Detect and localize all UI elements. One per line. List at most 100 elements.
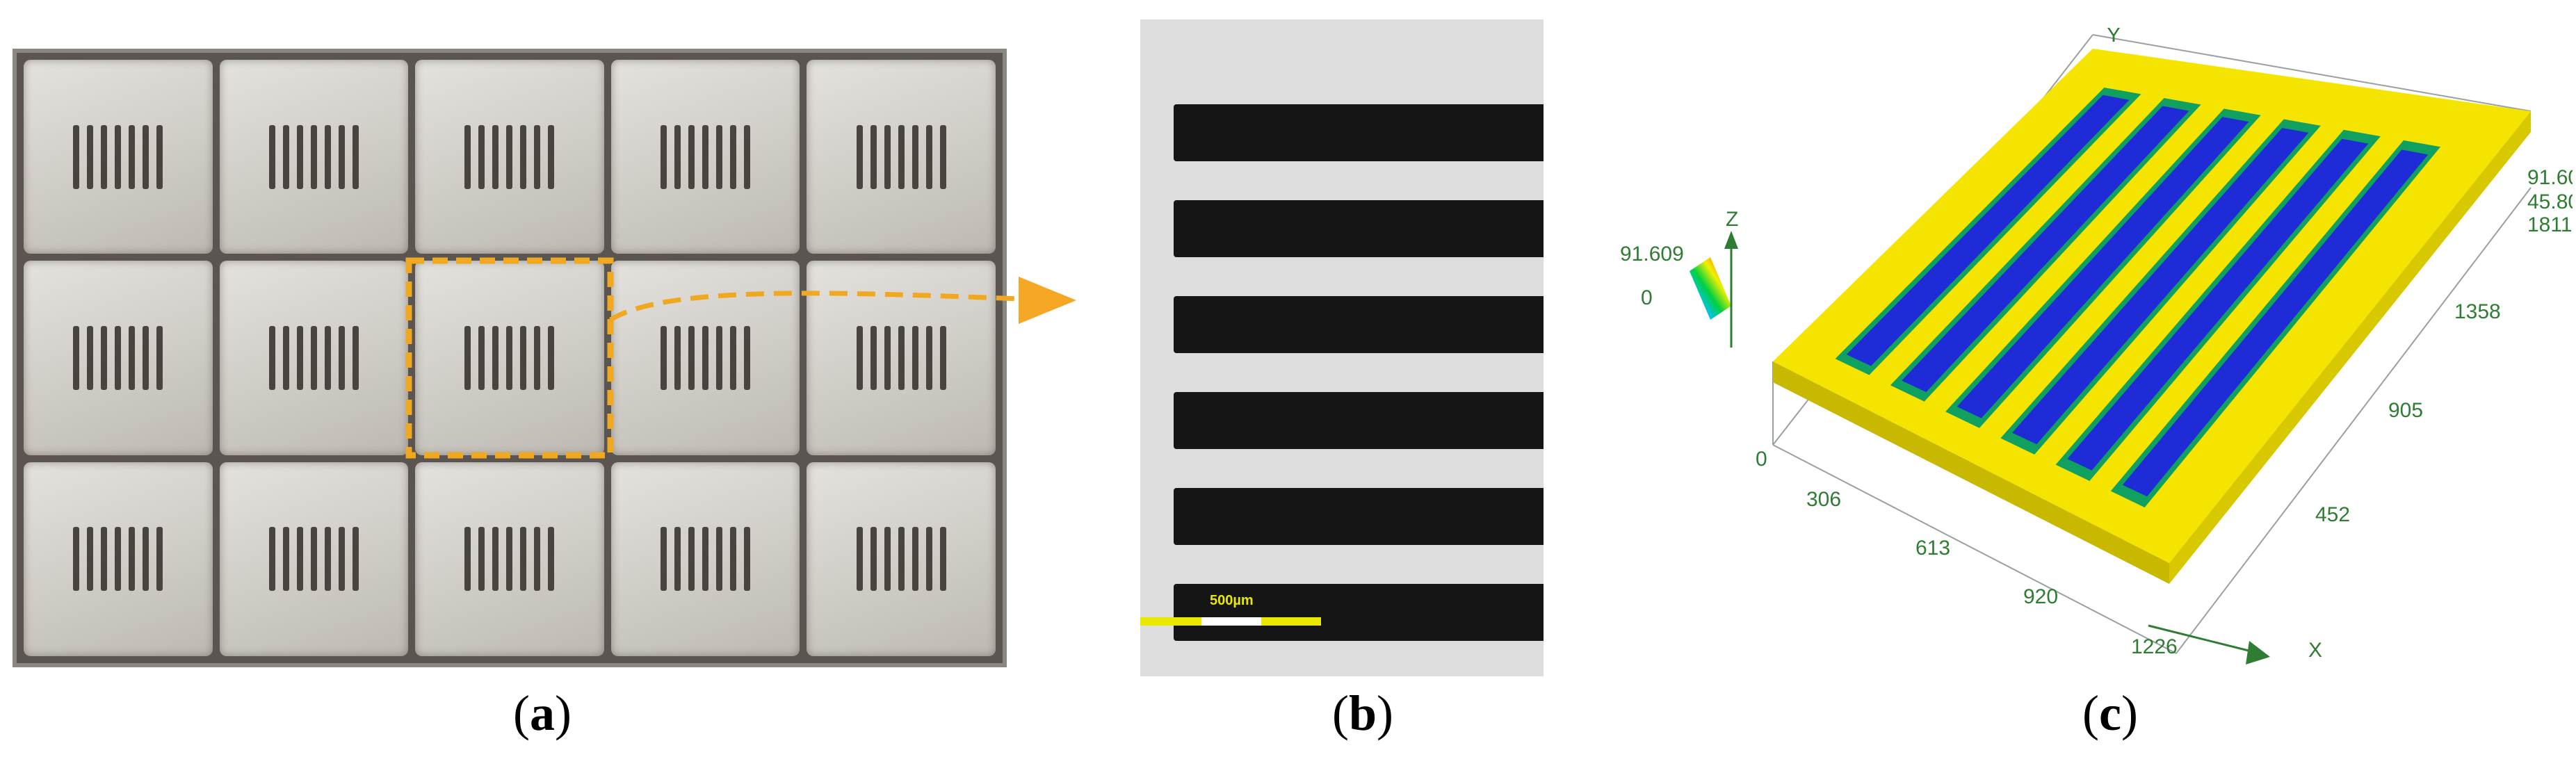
trench-floor [1846,95,2130,366]
sample-slot [143,527,149,592]
sample-slot [688,124,695,189]
legend-max-label: 91.609 [1620,243,1684,266]
sample-slot [702,325,709,390]
sample-slot [73,325,80,390]
sample-slot [870,325,877,390]
sample-slot [87,124,94,189]
x-axis [2148,624,2260,655]
sample-slot [744,325,751,390]
x-tick: 613 [1915,537,1950,560]
sample-slot [548,124,555,189]
sample-slot [716,124,723,189]
sample-slot [716,527,723,592]
trench-floor [2122,149,2429,497]
sample-slot [730,124,737,189]
sample-tile [807,60,996,254]
sample-tile [24,462,213,656]
sample-slot [548,325,555,390]
sample-grid-photo [13,49,1007,667]
sample-slot [478,325,485,390]
sample-slot [884,124,891,189]
etched-stripe [1174,296,1544,353]
sample-slot [688,527,695,592]
sample-slot [464,527,471,592]
sample-slot [520,325,527,390]
x-tick: 920 [2023,585,2058,608]
sample-slot [115,124,122,189]
sample-slot [534,325,541,390]
sample-slot [492,325,499,390]
etched-stripe [1174,392,1544,449]
sample-slot [101,325,108,390]
sample-slot [661,325,667,390]
sample-slot [324,325,331,390]
sample-slot [268,325,275,390]
sample-slot [338,325,345,390]
sample-slot [661,527,667,592]
sample-slot [87,325,94,390]
highlight-arrow-overlay [405,257,1076,459]
sample-slot [87,527,94,592]
sample-slot [925,325,932,390]
plate-side [1773,361,2169,584]
sample-slot [296,325,303,390]
sample-slot [101,124,108,189]
highlight-arrow-curve [609,291,1023,322]
trench-floor [2067,138,2369,471]
y-tick: 452 [2315,503,2350,526]
sample-slot [282,527,289,592]
sample-slot [282,325,289,390]
scale-bar [1140,617,1321,626]
sample-slot [296,124,303,189]
sample-slot [674,124,681,189]
sample-slot [352,124,359,189]
sample-slot [156,527,163,592]
sample-slot [143,325,149,390]
sample-slot [856,124,863,189]
sample-slot [156,124,163,189]
sample-tile [415,462,604,656]
legend-color-bar [1690,257,1731,320]
x-axis-label: X [2308,639,2322,662]
sample-slot [478,527,485,592]
sample-slot [870,527,877,592]
sample-slot [310,325,317,390]
sample-slot [856,325,863,390]
sample-slot [688,325,695,390]
sample-slot [520,124,527,189]
sample-slot [912,527,918,592]
highlight-box [405,257,614,459]
sample-slot [674,325,681,390]
z-tick: 91.609 [2527,166,2573,189]
sample-slot [939,527,946,592]
sample-slot [492,527,499,592]
sample-slot [856,527,863,592]
sample-slot [898,325,905,390]
sample-slot [73,527,80,592]
sample-slot [548,527,555,592]
sample-slot [282,124,289,189]
y-tick: 905 [2388,399,2423,422]
trench-floor [2012,127,2309,445]
sample-slot [661,124,667,189]
caption-c: (c) [2082,685,2138,741]
sample-slot [744,124,751,189]
sample-slot [310,124,317,189]
sample-slot [912,124,918,189]
plate-side-right [2169,111,2531,584]
sample-slot [296,527,303,592]
sample-slot [352,527,359,592]
sample-slot [268,124,275,189]
sample-tile [807,462,996,656]
sample-slot [534,124,541,189]
z-tick: 45.804 [2527,190,2573,213]
sample-slot [129,527,136,592]
sample-slot [702,124,709,189]
z-axis-label: Z [1726,208,1738,231]
sample-slot [939,325,946,390]
etched-stripe [1174,200,1544,257]
sample-slot [912,325,918,390]
sample-slot [324,124,331,189]
sample-slot [744,527,751,592]
sample-slot [884,527,891,592]
